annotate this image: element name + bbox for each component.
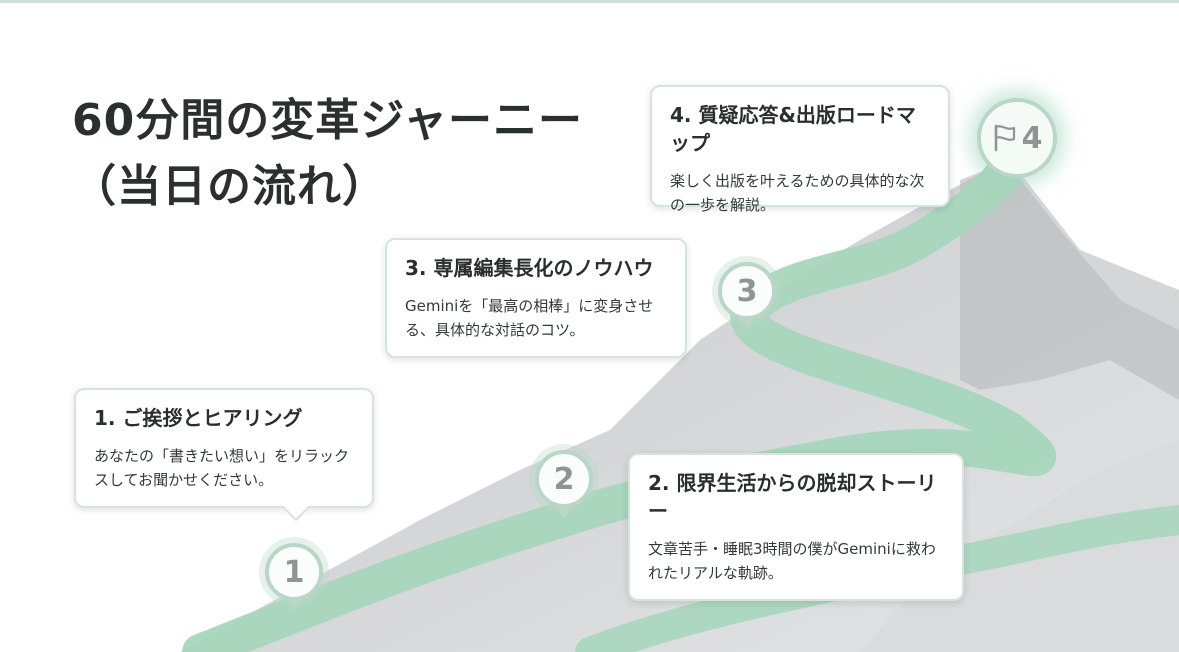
step-1-marker: 1 [265,543,323,611]
step-2-card: 2. 限界生活からの脱却ストーリー 文章苦手・睡眠3時間の僕がGeminiに救わ… [628,453,964,601]
flag-icon [994,124,1015,152]
step-3-description: Geminiを「最高の相棒」に変身させる、具体的な対話のコツ。 [405,297,654,339]
step-4-card: 4. 質疑応答&出版ロードマップ 楽しく出版を叶えるための具体的な次の一歩を解説… [650,85,950,214]
step-2-number: 2 [553,461,575,497]
step-1-number: 1 [283,554,305,590]
step-2-title: 2. 限界生活からの脱却ストーリー [648,471,937,523]
step-3-marker-pointer [738,318,756,330]
title-line-2: （当日の流れ） [72,161,387,212]
step-2-marker: 2 [535,450,593,518]
top-border [0,0,1179,3]
step-3-number: 3 [736,273,758,309]
step-4-marker: 4 [977,98,1057,178]
step-3-title: 3. 専属編集長化のノウハウ [405,256,654,280]
step-4-description: 楽しく出版を叶えるための具体的な次の一歩を解説。 [670,172,925,214]
step-1-card: 1. ご挨拶とヒアリング あなたの「書きたい想い」をリラックスしてお聞かせくださ… [74,388,374,522]
step-2-description: 文章苦手・睡眠3時間の僕がGeminiに救われたリアルな軌跡。 [648,540,936,582]
mountain-ridge [960,160,1179,400]
step-2-marker-pointer [555,506,573,518]
step-3-marker: 3 [718,262,776,330]
step-1-marker-pointer [285,599,303,611]
step-4-title: 4. 質疑応答&出版ロードマップ [670,103,916,155]
winding-path [182,152,1057,652]
step-3-card: 3. 専属編集長化のノウハウ Geminiを「最高の相棒」に変身させる、具体的な… [385,238,687,358]
title-line-1: 60分間の変革ジャーニー [72,95,584,146]
page-title: 60分間の変革ジャーニー （当日の流れ） [72,88,583,220]
step-1-description: あなたの「書きたい想い」をリラックスしてお聞かせください。 [94,447,350,489]
step-4-number: 4 [1021,120,1043,156]
step-1-title: 1. ご挨拶とヒアリング [94,406,303,430]
